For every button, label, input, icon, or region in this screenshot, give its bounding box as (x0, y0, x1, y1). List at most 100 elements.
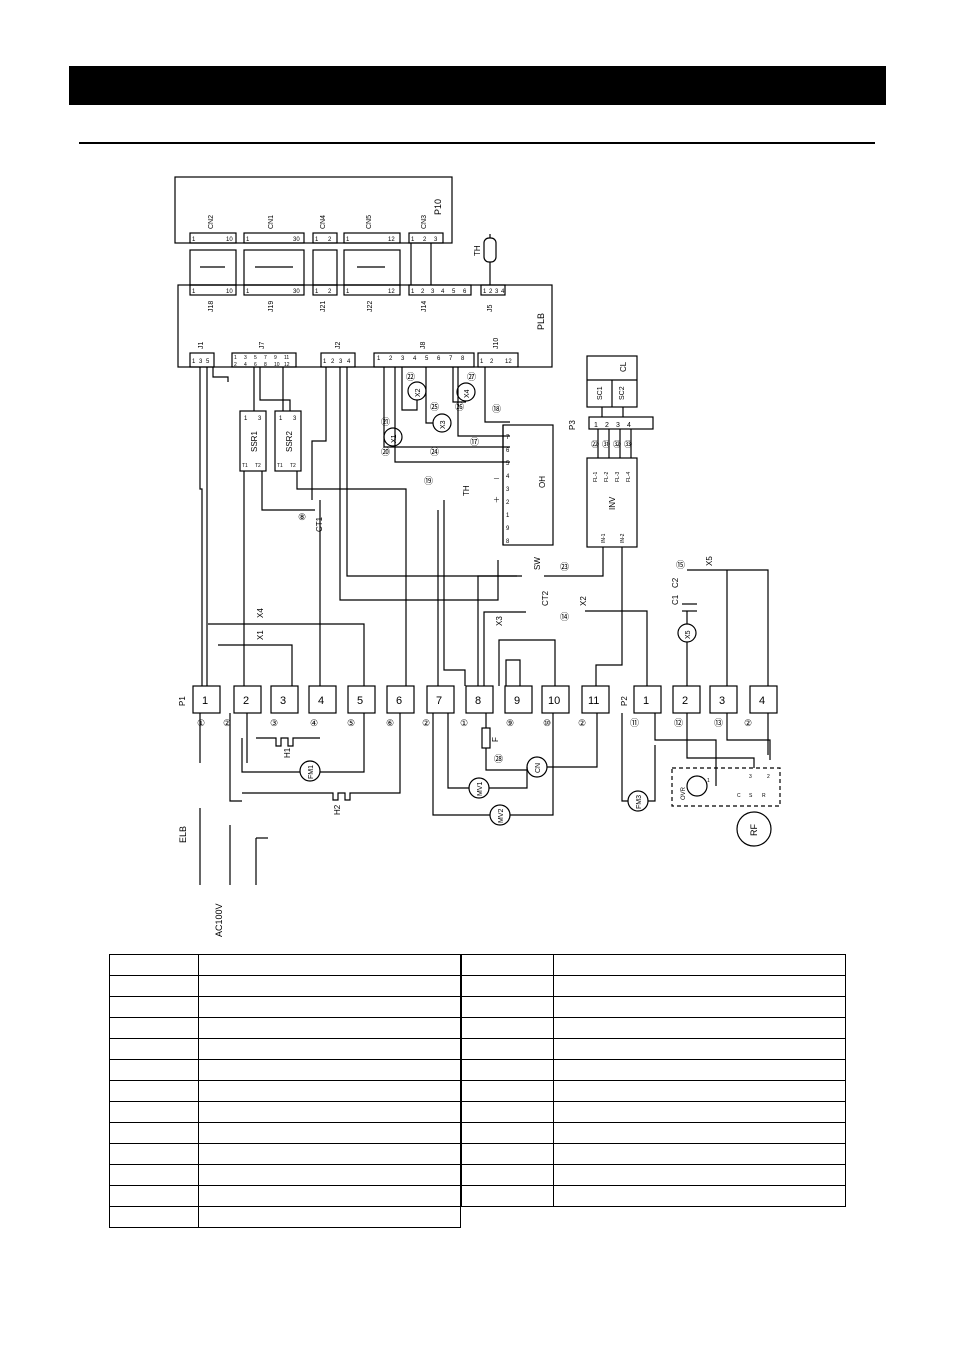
relay-contact-x4: X4 (256, 608, 265, 618)
oh-pin: 7 (506, 435, 510, 441)
j5-label: J5 (487, 305, 494, 313)
relay-coil-x1: X1 (391, 434, 398, 443)
j7-pin: 8 (264, 362, 267, 368)
table-row (461, 954, 846, 976)
table-row (461, 1185, 846, 1207)
j7-pins: 1 3 5 7 9 11 2 4 6 8 10 12 (234, 355, 290, 368)
table-row (109, 1122, 461, 1144)
j8-pin: 3 (401, 356, 405, 362)
oh-pin: 1 (506, 513, 510, 519)
inv-in1: IN-1 (601, 533, 607, 543)
oh-minus: － (493, 476, 500, 483)
j10-pin-12: 12 (505, 359, 512, 365)
misc-wire-numbers: ⑧ ⑭ ⑮ ㉓ ㉘ (298, 512, 685, 764)
ssr1-label: SSR1 (250, 431, 259, 452)
relay-contact-x3: X3 (495, 616, 504, 626)
ssr2-label: SSR2 (285, 431, 294, 452)
oh-pin: 3 (506, 487, 510, 493)
table-row (461, 1038, 846, 1060)
table-row (109, 1038, 461, 1060)
j22-label: J22 (367, 301, 374, 312)
ct2-label: CT2 (541, 590, 550, 606)
table-row (461, 1164, 846, 1186)
fuse-label: F (491, 737, 500, 742)
j5-pin-2: 2 (489, 289, 493, 295)
j18-pin-b: 10 (226, 289, 233, 295)
p2-wire: ⑪ (630, 718, 639, 728)
oh-plus: ＋ (493, 496, 500, 504)
p10-cn3-label: CN3 (421, 215, 428, 229)
j5-pin-3: 3 (495, 289, 499, 295)
table-row (461, 1017, 846, 1039)
oh-pin: 6 (506, 448, 510, 454)
j10-label: J10 (493, 338, 500, 349)
ct1-label: CT1 (315, 516, 324, 532)
ovr-pin: 2 (767, 774, 770, 780)
table-row (109, 1143, 461, 1165)
ovr-pin: C (737, 793, 741, 799)
wire-number: ㉘ (494, 754, 503, 764)
cn5-pin-a: 1 (346, 237, 350, 243)
elb-label: ELB (178, 826, 188, 843)
capacitor-c2: C2 (671, 577, 680, 588)
j8-label: J8 (420, 342, 427, 350)
cn1-pin-a: 1 (246, 237, 250, 243)
relay-coil-x3: X3 (440, 420, 447, 429)
relay-contact-x1: X1 (256, 630, 265, 640)
rf-label: RF (749, 824, 759, 836)
thermistor-top-label: TH (473, 245, 482, 256)
j14-pin-5: 5 (452, 289, 456, 295)
cn5-pin-b: 12 (388, 237, 395, 243)
table-row (109, 975, 461, 997)
j10-pin-1: 1 (480, 359, 484, 365)
j19-pin-a: 1 (246, 289, 250, 295)
oh-pin: 5 (506, 461, 510, 467)
sw-label: SW (533, 557, 542, 570)
table-row (109, 1101, 461, 1123)
p1-wire: ① (197, 718, 205, 728)
p1-wire: ⑨ (506, 718, 514, 728)
table-row (109, 1080, 461, 1102)
inv-fl3: FL-3 (615, 472, 621, 483)
inv-in2: IN-2 (620, 533, 626, 543)
p2-terminal: 1 (643, 695, 649, 707)
j7-pin: 7 (264, 355, 267, 361)
oh-label: OH (538, 476, 547, 488)
p1-wire: ③ (270, 718, 278, 728)
p1-label: P1 (178, 696, 187, 706)
wire-number: ㉕ (430, 402, 439, 412)
j7-pin: 10 (274, 362, 280, 368)
parts-table-left (109, 954, 461, 1228)
wire-number: ㉗ (467, 372, 476, 382)
p3-terminal-4: 4 (627, 422, 631, 429)
p1-terminal: 5 (357, 695, 363, 707)
ssr2-pin-1: 1 (279, 416, 283, 422)
j2-pin-2: 2 (331, 359, 335, 365)
j7-pin: 5 (254, 355, 257, 361)
j8-pin: 1 (377, 356, 381, 362)
table-row (109, 1059, 461, 1081)
p1-wire: ⑥ (386, 718, 394, 728)
p2-wire: ⑬ (714, 718, 723, 728)
wire-number: ㉓ (560, 562, 569, 572)
p10-cn5-label: CN5 (366, 215, 373, 229)
j5-pin-4: 4 (501, 289, 505, 295)
p3-terminal-3: 3 (616, 422, 620, 429)
p3-label: P3 (568, 420, 577, 430)
p3-wire-1: ㉒ (591, 440, 599, 449)
p2-terminal: 3 (719, 695, 725, 707)
j7-pin: 11 (284, 355, 289, 361)
j14-pin-6: 6 (463, 289, 467, 295)
wire-number: ⑧ (298, 512, 306, 522)
j5-pin-1: 1 (483, 289, 487, 295)
j7-label: J7 (259, 342, 266, 350)
ssr2-pin-3: 3 (293, 416, 297, 422)
parts-table-right (461, 954, 846, 1207)
j7-pin: 6 (254, 362, 257, 368)
j2-pin-3: 3 (339, 359, 343, 365)
table-row (461, 1122, 846, 1144)
p3-wire-3: ㉜ (613, 440, 621, 449)
j18-pin-a: 1 (192, 289, 196, 295)
p1-terminal: 7 (436, 695, 442, 707)
